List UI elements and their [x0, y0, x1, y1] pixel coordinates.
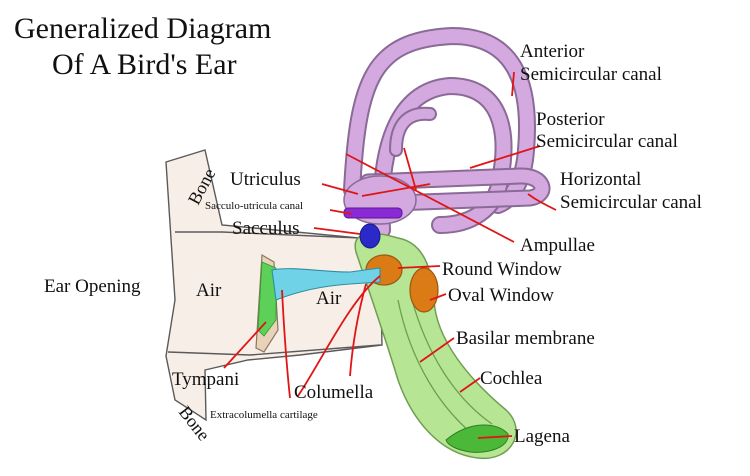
cochlea-body — [354, 232, 517, 459]
columella-shape — [271, 267, 381, 301]
label-air-inner: Air — [316, 288, 342, 309]
label-basilar-membrane: Basilar membrane — [456, 328, 595, 349]
label-lagena: Lagena — [514, 426, 570, 447]
label-sacculo-utricula: Sacculo-utricula canal — [205, 200, 303, 212]
label-air-outer: Air — [196, 280, 222, 301]
label-sacculus: Sacculus — [232, 218, 300, 239]
lagena-shape — [445, 424, 509, 453]
label-anterior-canal: Semicircular canal — [520, 64, 662, 85]
diagram-title-line-2: Of A Bird's Ear — [52, 48, 237, 81]
ear-canal-upper-wall — [175, 231, 361, 239]
label-oval-window: Oval Window — [448, 285, 554, 306]
leader-lines — [223, 71, 557, 439]
label-posterior-canal: Semicircular canal — [536, 131, 678, 152]
oval-window-shape — [409, 267, 439, 313]
label-round-window: Round Window — [442, 259, 562, 280]
label-bone-bottom: Bone — [175, 402, 214, 444]
sacculus-shape — [359, 223, 381, 249]
label-posterior: Posterior — [536, 109, 605, 130]
label-anterior: Anterior — [520, 41, 585, 62]
label-ear-opening: Ear Opening — [44, 276, 141, 297]
cochlea-inner-line — [411, 299, 493, 425]
label-cochlea: Cochlea — [480, 368, 543, 389]
label-extracolumella: Extracolumella cartilage — [210, 409, 318, 421]
label-tympani: Tympani — [172, 369, 239, 390]
label-horizontal: Horizontal — [560, 169, 641, 190]
semicircular-canals — [343, 27, 551, 239]
ear-canal-lower-wall — [167, 344, 381, 356]
label-columella: Columella — [294, 382, 374, 403]
label-utriculus: Utriculus — [230, 169, 301, 190]
extracolumella-shape — [257, 261, 277, 337]
diagram-title-line-1: Generalized Diagram — [14, 12, 271, 45]
label-ampullae: Ampullae — [520, 235, 595, 256]
label-horizontal-canal: Semicircular canal — [560, 192, 702, 213]
sacculo-utricula-canal-shape — [343, 207, 403, 219]
